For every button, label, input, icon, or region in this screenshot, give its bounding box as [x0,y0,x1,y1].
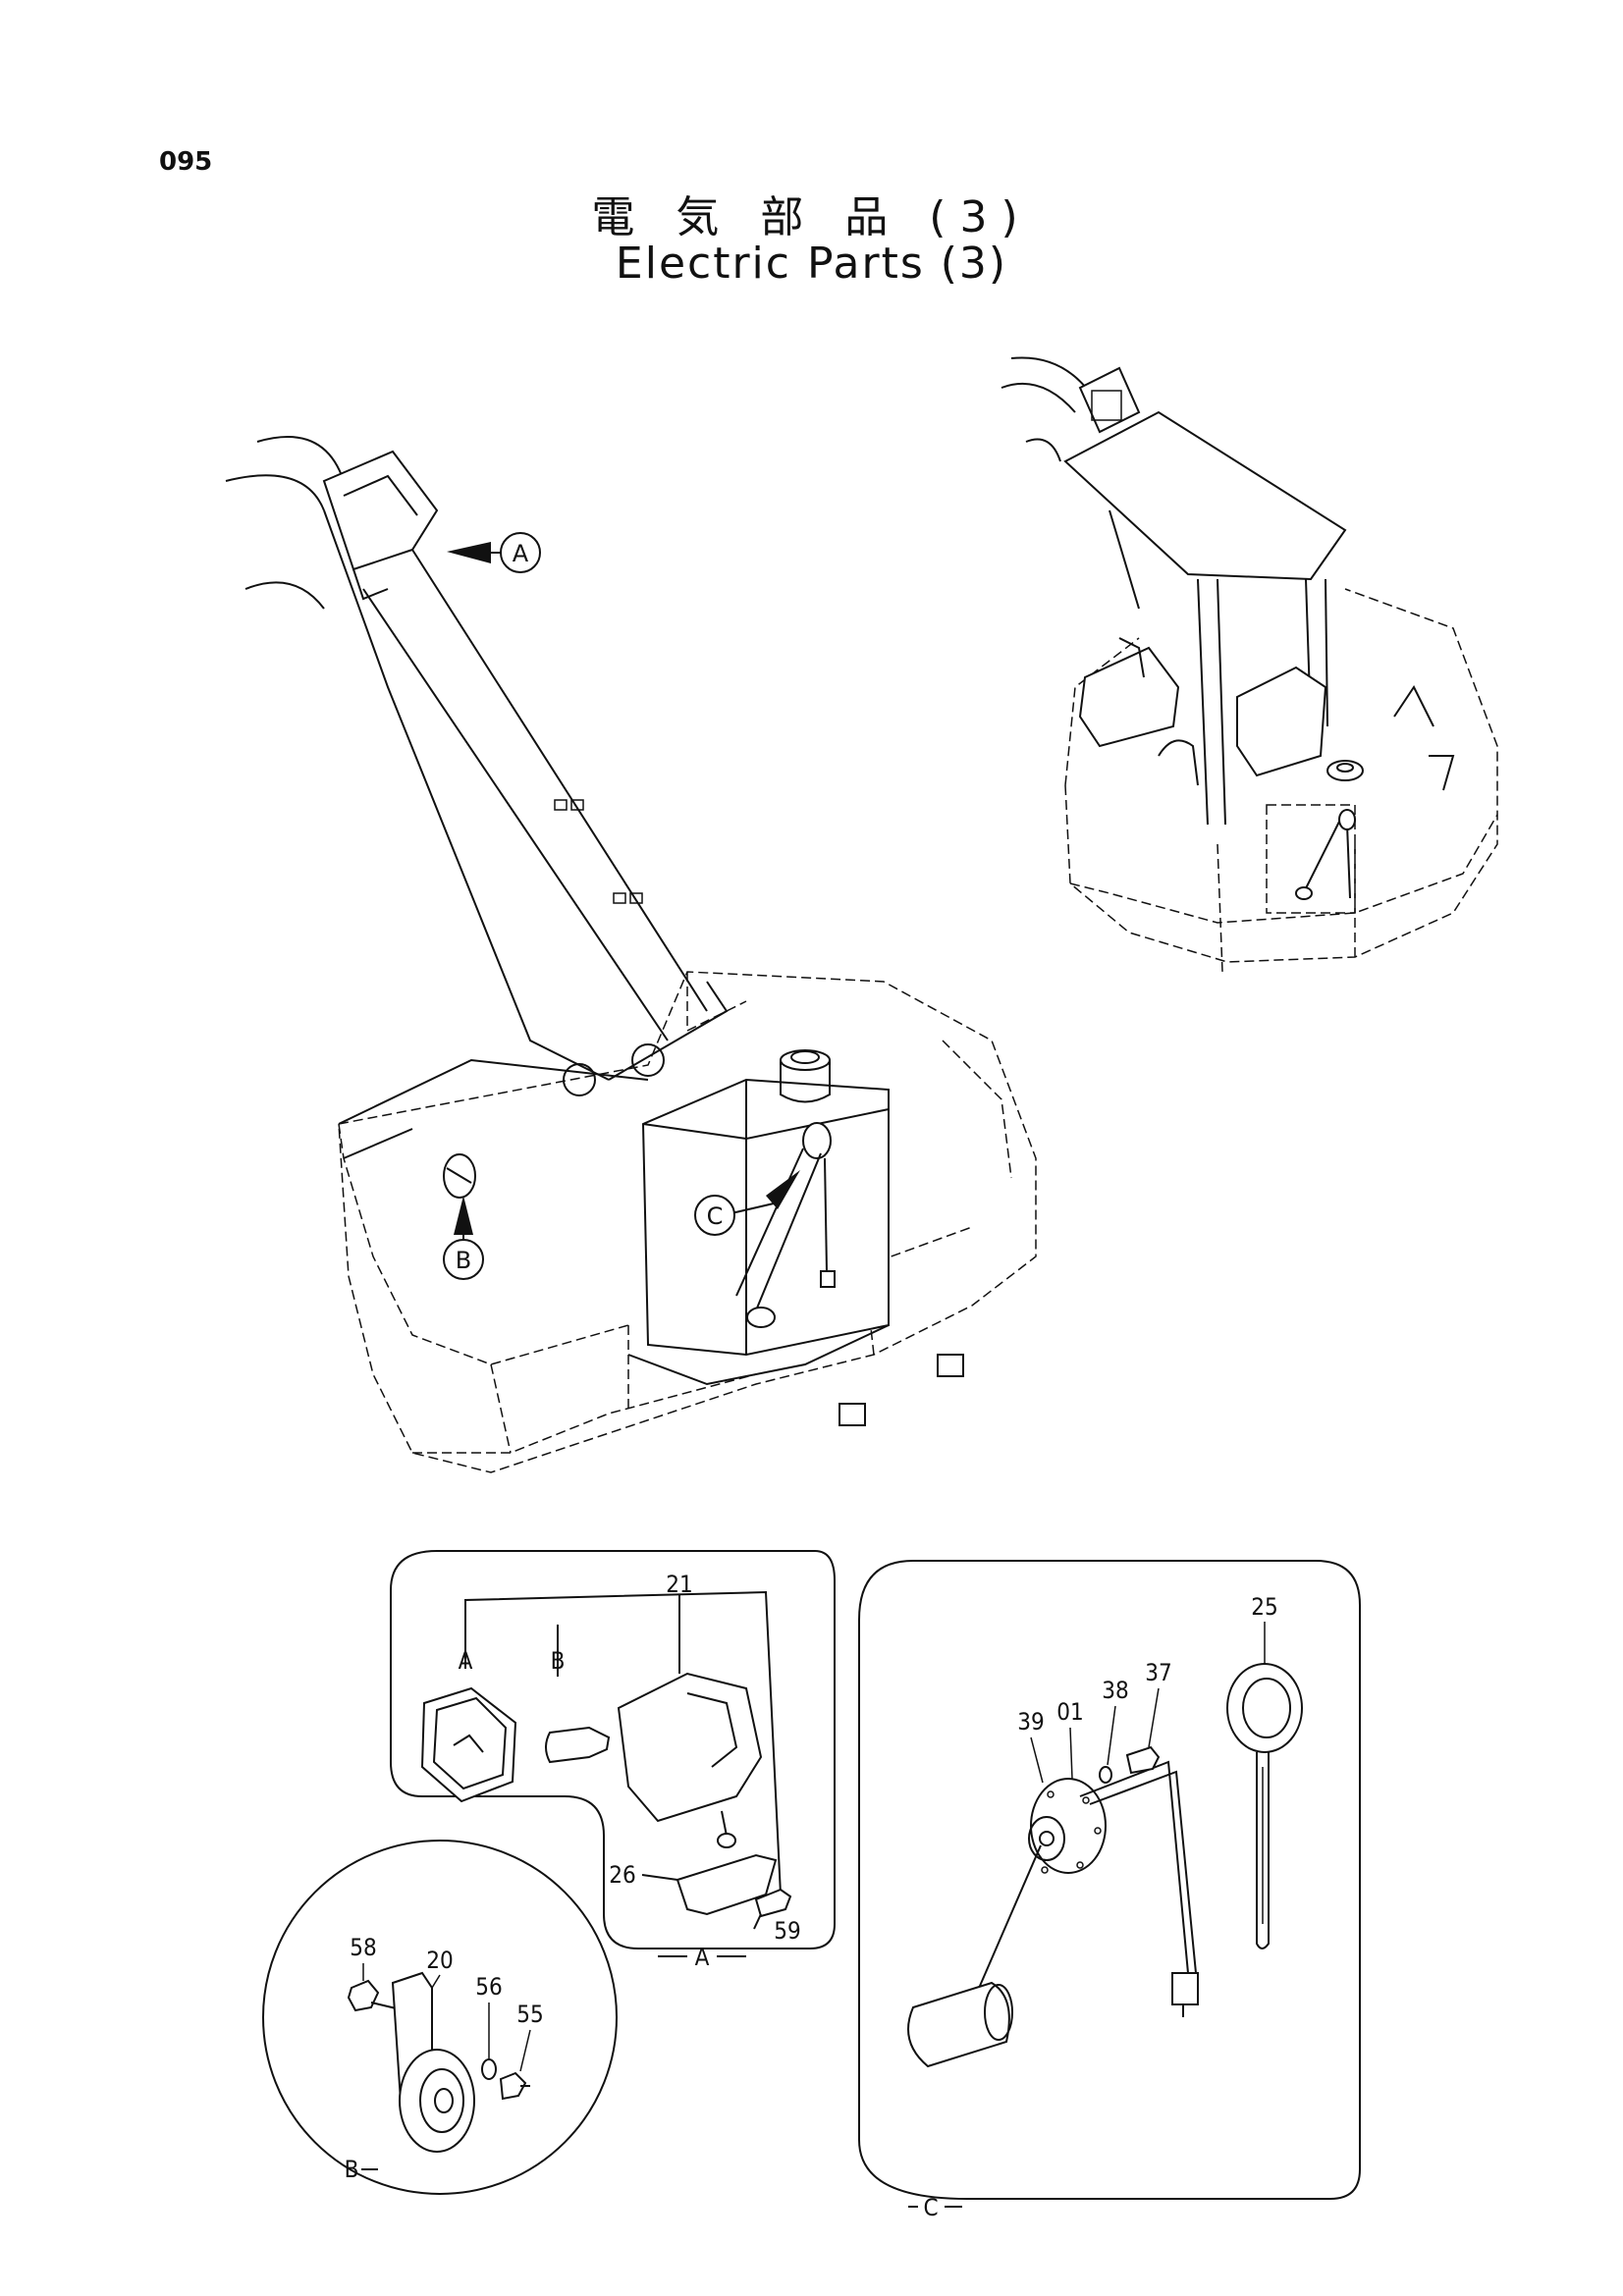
part-number-25: 25 [1251,1593,1277,1621]
main-machine-view [225,436,1037,1473]
callout-b: B [443,1196,484,1280]
callout-a-label: A [513,540,529,567]
part-number-38: 38 [1102,1677,1128,1704]
callout-a: A [447,532,541,573]
page-number: 095 [159,147,213,177]
detail-b-label: B [345,2156,359,2183]
detail-a-label: A [695,1944,710,1971]
part-number-55: 55 [516,2001,543,2028]
part-number-01: 01 [1056,1698,1083,1726]
part-number-37: 37 [1145,1659,1171,1686]
detail-c: 25 37 38 01 39 C [858,1560,1361,2221]
detail-c-label: C [923,2194,938,2221]
part-number-56: 56 [475,1973,502,2001]
callout-c: C [694,1170,800,1236]
sub-label-a: A [459,1647,473,1675]
sub-label-b: B [551,1647,566,1675]
page-title-japanese: 電 気 部 品 (3) [591,192,1032,242]
part-number-39: 39 [1017,1708,1044,1735]
detail-a: 21 A B 26 59 A [390,1550,836,1971]
part-number-26: 26 [609,1861,635,1889]
rear-machine-view [1001,356,1498,973]
part-number-20: 20 [426,1947,453,1974]
part-number-21: 21 [666,1571,692,1598]
detail-b: 58 20 56 55 B [262,1840,618,2195]
part-number-59: 59 [774,1917,800,1945]
part-number-58: 58 [350,1934,376,1961]
page-title-english: Electric Parts (3) [615,239,1008,289]
callout-c-label: C [707,1202,724,1230]
callout-b-label: B [456,1247,471,1274]
